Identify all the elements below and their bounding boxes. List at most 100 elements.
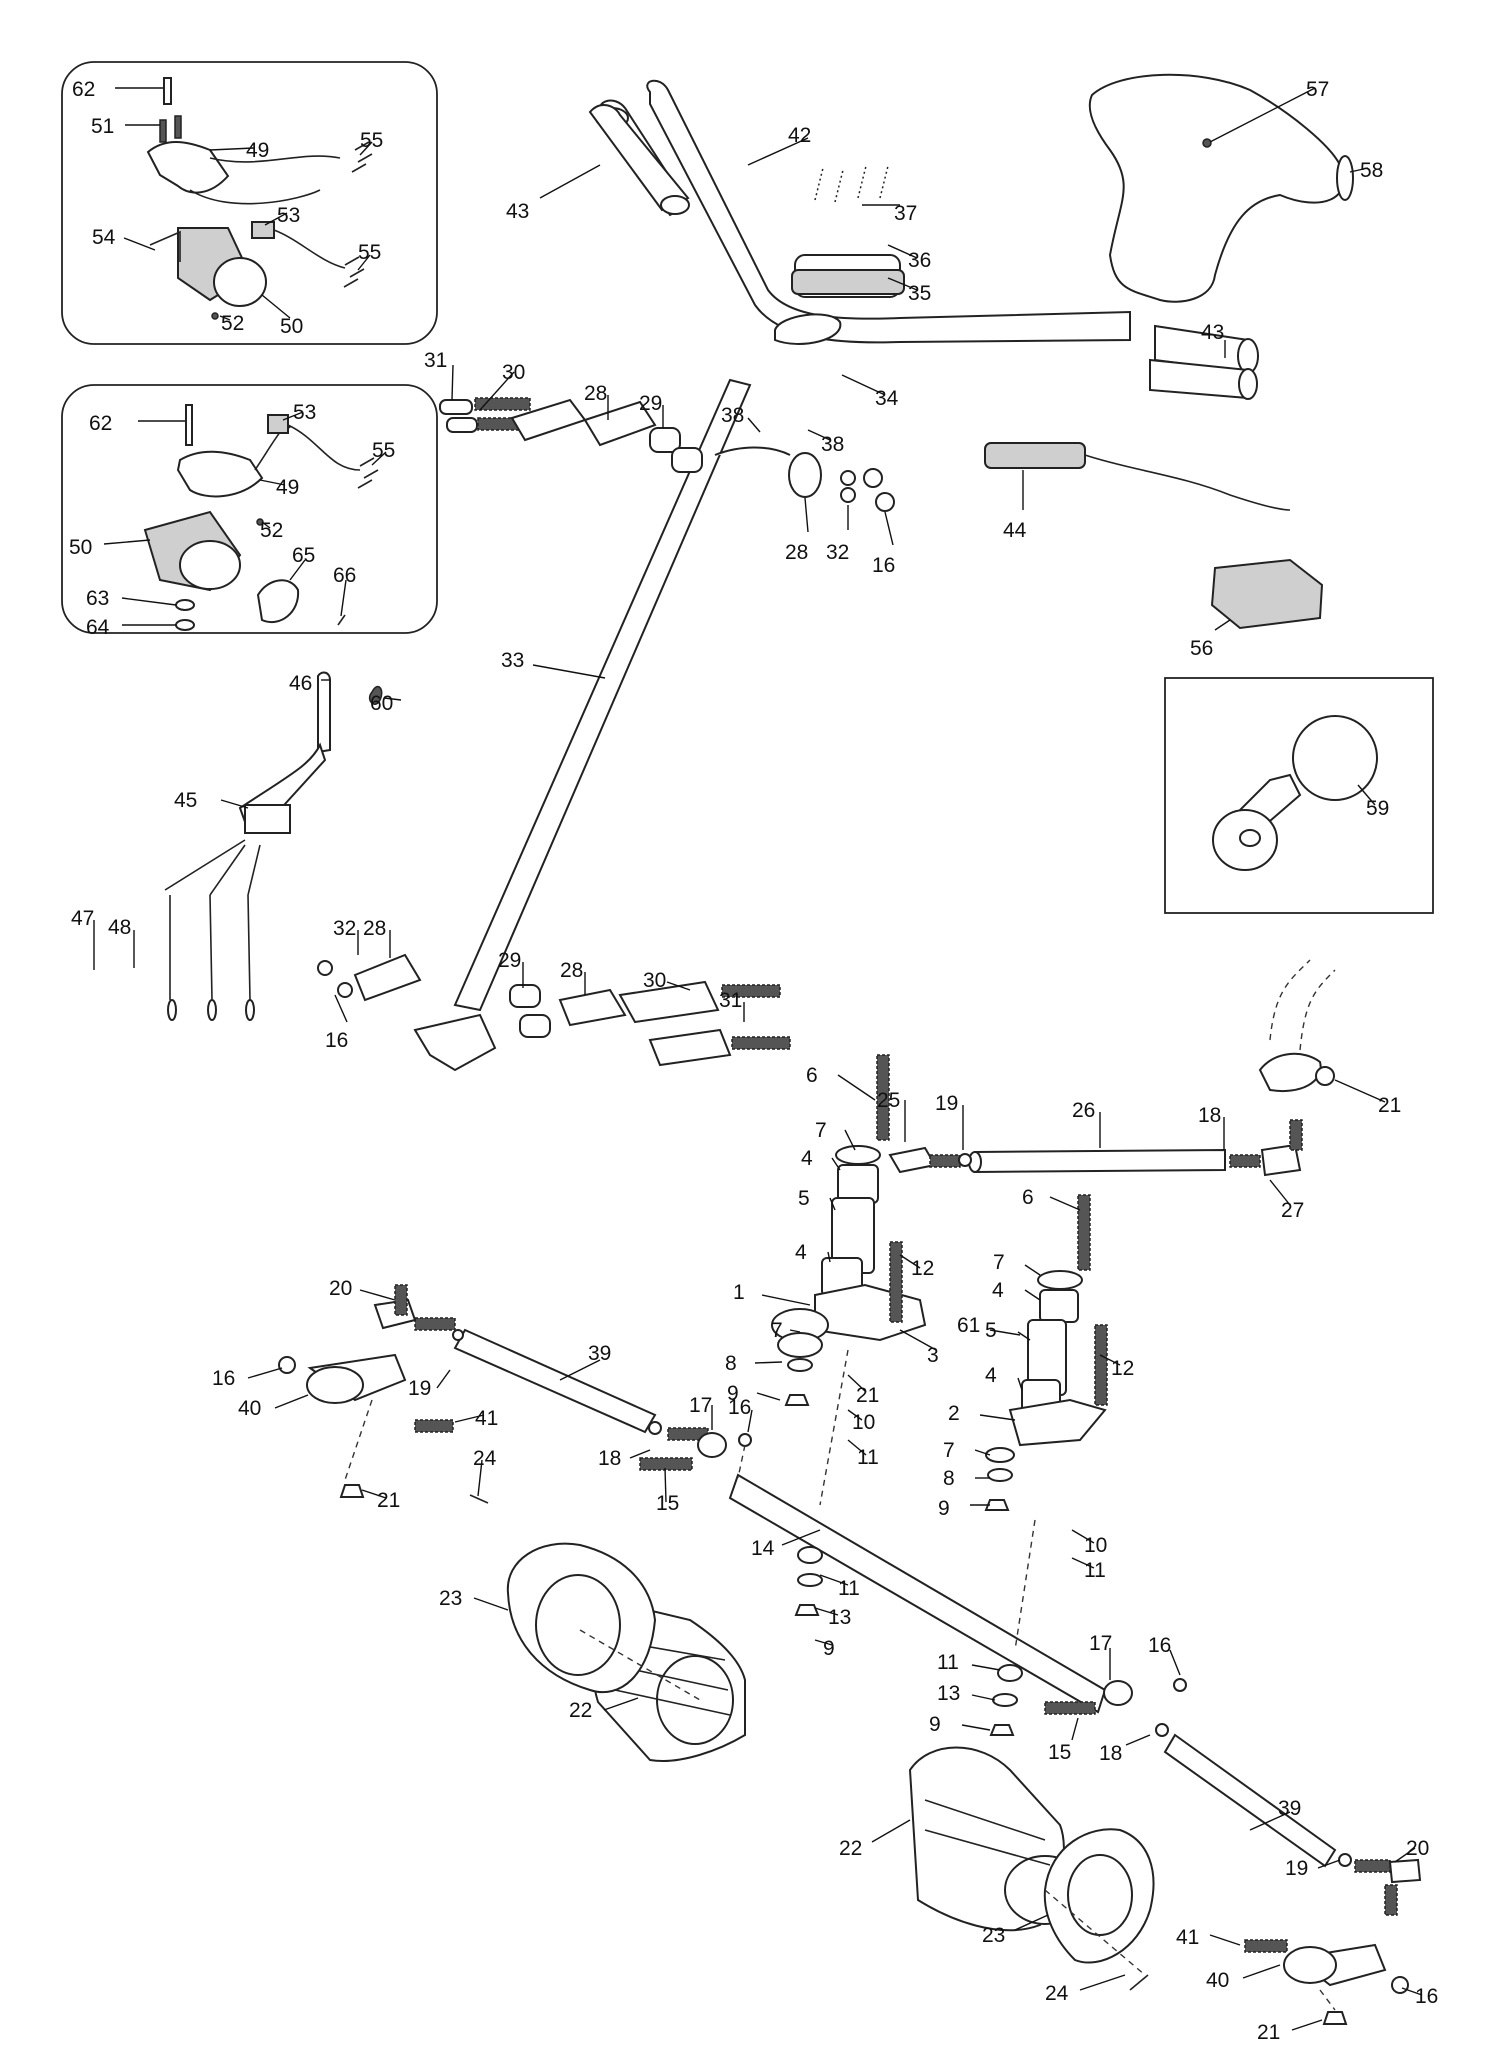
callout-31: 31 bbox=[719, 989, 742, 1012]
callout-46: 46 bbox=[289, 672, 312, 695]
leader-line-c36 bbox=[887, 244, 918, 259]
leader-line-c54 bbox=[123, 237, 156, 251]
leader-line-c55b bbox=[357, 254, 371, 271]
callout-11: 11 bbox=[937, 1651, 959, 1674]
callout-18: 18 bbox=[1198, 1104, 1221, 1127]
callout-20: 20 bbox=[329, 1277, 352, 1300]
callout-1: 1 bbox=[733, 1281, 745, 1304]
callout-19: 19 bbox=[1285, 1857, 1308, 1880]
callout-19: 19 bbox=[935, 1092, 958, 1115]
leader-line-c21b bbox=[847, 1374, 867, 1393]
connector-56 bbox=[1210, 558, 1324, 630]
callout-10: 10 bbox=[852, 1411, 875, 1434]
callout-5: 5 bbox=[985, 1319, 997, 1342]
callout-11: 11 bbox=[1084, 1559, 1106, 1582]
leader-line-c16b bbox=[334, 994, 348, 1023]
callout-21: 21 bbox=[1257, 2021, 1280, 2044]
callout-4: 4 bbox=[801, 1147, 813, 1170]
leader-line-c7c bbox=[789, 1329, 801, 1333]
leader-line-c15a bbox=[664, 1467, 667, 1503]
callout-27: 27 bbox=[1281, 1199, 1304, 1222]
callout-64: 64 bbox=[86, 616, 110, 639]
leader-line-c52b bbox=[261, 521, 271, 529]
callout-28: 28 bbox=[584, 382, 607, 405]
drag-link-26 bbox=[888, 1119, 1303, 1177]
leader-line-c9a bbox=[756, 1392, 781, 1401]
callout-65: 65 bbox=[292, 544, 315, 567]
callout-30: 30 bbox=[643, 969, 666, 992]
horn-59 bbox=[1212, 715, 1378, 871]
leader-line-c41a bbox=[454, 1414, 485, 1423]
callout-23: 23 bbox=[982, 1924, 1005, 1947]
callout-3: 3 bbox=[927, 1344, 939, 1367]
callout-47: 47 bbox=[71, 907, 94, 930]
leader-line-c10a bbox=[847, 1409, 863, 1421]
callout-21: 21 bbox=[1378, 1094, 1401, 1117]
leader-line-c18c bbox=[1125, 1734, 1151, 1746]
callout-32: 32 bbox=[333, 917, 356, 940]
callout-9: 9 bbox=[929, 1713, 941, 1736]
leader-line-c34 bbox=[841, 374, 886, 396]
callout-9: 9 bbox=[938, 1497, 950, 1520]
callout-12: 12 bbox=[1111, 1357, 1134, 1380]
callout-16: 16 bbox=[325, 1029, 348, 1052]
callout-17: 17 bbox=[689, 1394, 712, 1417]
leader-line-c12b bbox=[1099, 1354, 1121, 1366]
leader-line-c52a bbox=[219, 315, 231, 321]
left-grip bbox=[588, 104, 690, 215]
leader-line-c19c bbox=[1317, 1859, 1341, 1869]
callout-45: 45 bbox=[174, 789, 197, 812]
leader-line-c50a bbox=[261, 294, 291, 319]
cotter-pin-24-right bbox=[1129, 1974, 1149, 1991]
callout-63: 63 bbox=[86, 587, 109, 610]
column-end-27 bbox=[1258, 959, 1336, 1093]
callout-16: 16 bbox=[872, 554, 895, 577]
callout-7: 7 bbox=[771, 1319, 783, 1342]
switch-inset-box-top bbox=[61, 61, 438, 345]
ring-23-right bbox=[1043, 1828, 1155, 1964]
callout-36: 36 bbox=[908, 249, 931, 272]
callout-16: 16 bbox=[1148, 1634, 1171, 1657]
callout-61: 61 bbox=[957, 1314, 980, 1337]
callout-20: 20 bbox=[1406, 1837, 1429, 1860]
callout-38: 38 bbox=[821, 433, 844, 456]
steering-column-33 bbox=[413, 378, 752, 1072]
leader-line-c3 bbox=[899, 1329, 937, 1351]
leader-line-c11d bbox=[971, 1664, 1001, 1671]
center-bar-14 bbox=[639, 1457, 1107, 1714]
leader-line-c28b bbox=[804, 497, 809, 533]
callout-52: 52 bbox=[260, 519, 283, 542]
leader-line-c56 bbox=[1214, 619, 1231, 631]
callout-28: 28 bbox=[560, 959, 583, 982]
tie-rod-end-40-left bbox=[278, 1353, 454, 1498]
leader-line-c55c bbox=[371, 451, 387, 466]
ring-23-left bbox=[506, 1542, 657, 1694]
callout-41: 41 bbox=[475, 1407, 498, 1430]
callout-6: 6 bbox=[806, 1064, 818, 1087]
callout-22: 22 bbox=[839, 1837, 862, 1860]
leader-line-c7a bbox=[844, 1129, 856, 1151]
callout-62: 62 bbox=[89, 412, 112, 435]
callout-2: 2 bbox=[948, 1402, 960, 1425]
leader-line-c20a bbox=[359, 1289, 396, 1301]
leader-line-c49a bbox=[209, 147, 255, 151]
leader-line-c24a bbox=[477, 1459, 483, 1497]
right-bushing-stack bbox=[989, 1664, 1187, 1737]
leader-line-c16e bbox=[1169, 1649, 1181, 1676]
callout-6: 6 bbox=[1022, 1186, 1034, 1209]
lower-column-support bbox=[317, 953, 791, 1067]
leader-line-c53b bbox=[282, 411, 304, 421]
callout-12: 12 bbox=[911, 1257, 934, 1280]
leader-line-c12a bbox=[899, 1254, 921, 1269]
leader-line-c23a bbox=[473, 1597, 509, 1611]
leader-line-c30a bbox=[479, 371, 515, 411]
right-grip bbox=[1149, 358, 1258, 400]
leader-line-c6a bbox=[837, 1074, 876, 1101]
callout-24: 24 bbox=[473, 1447, 497, 1470]
callout-26: 26 bbox=[1072, 1099, 1095, 1122]
leader-line-c15b bbox=[1071, 1717, 1079, 1741]
tie-rod-39-left bbox=[373, 1284, 752, 1458]
callout-18: 18 bbox=[598, 1447, 621, 1470]
callout-41: 41 bbox=[1176, 1926, 1199, 1949]
